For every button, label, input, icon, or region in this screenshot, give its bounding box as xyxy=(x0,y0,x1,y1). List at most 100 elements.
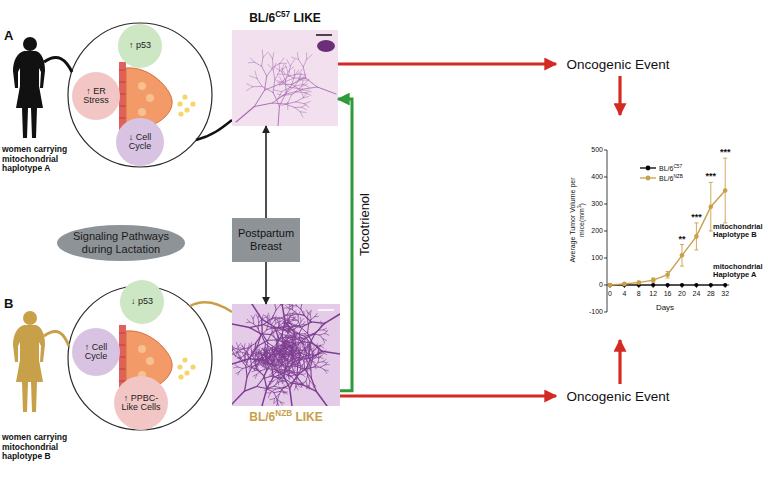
duct-branch xyxy=(323,339,327,341)
duct-branch xyxy=(273,63,276,70)
duct-branch xyxy=(232,324,250,328)
text-part: ) xyxy=(578,203,585,205)
lobule xyxy=(138,345,146,353)
silhouette-head xyxy=(23,311,37,325)
duct-branch xyxy=(290,388,292,406)
duct-branch xyxy=(282,322,285,335)
duct-branch xyxy=(296,384,298,388)
duct-branch xyxy=(253,315,255,318)
event-label: Oncogenic Event xyxy=(560,384,676,408)
duct-branch xyxy=(232,352,236,354)
duct-branch xyxy=(245,360,247,363)
duct-branch xyxy=(292,327,294,330)
duct-branch xyxy=(304,315,311,322)
duct-branch xyxy=(290,348,293,351)
duct-branch xyxy=(318,326,321,331)
duct-branch xyxy=(256,314,258,317)
duct-branch xyxy=(301,366,305,369)
duct-branch xyxy=(250,58,254,62)
duct-branch xyxy=(299,360,301,366)
link-curve xyxy=(190,302,232,312)
duct-branch xyxy=(254,366,257,369)
duct-branch xyxy=(258,318,259,323)
lymph-node xyxy=(317,40,335,52)
duct-branch xyxy=(299,334,302,339)
duct-branch xyxy=(295,360,299,365)
duct-branch xyxy=(299,333,304,334)
duct-branch xyxy=(290,87,302,89)
duct-branch xyxy=(284,357,288,358)
node-text: ↓ p53 xyxy=(131,297,153,306)
duct-branch xyxy=(294,330,300,334)
text-part: BL/6 xyxy=(659,175,673,182)
duct-branch xyxy=(274,346,278,351)
duct-branch xyxy=(302,338,305,341)
duct-branch xyxy=(275,404,277,406)
duct-branch xyxy=(257,387,267,389)
duct-branch xyxy=(281,380,283,384)
duct-branch xyxy=(270,353,275,358)
duct-branch xyxy=(294,326,299,330)
duct-branch xyxy=(315,365,319,367)
series-marker xyxy=(709,204,714,209)
duct-branch xyxy=(278,354,279,360)
duct-branch xyxy=(273,80,275,92)
duct-branch xyxy=(312,355,316,356)
duct-branch xyxy=(291,350,295,351)
duct-branch xyxy=(286,349,287,354)
duct-branch xyxy=(282,103,288,106)
duct-branch xyxy=(267,313,268,318)
series-marker xyxy=(651,278,656,283)
duct-branch xyxy=(273,375,277,378)
duct-branch xyxy=(285,330,292,336)
duct-branch xyxy=(323,328,326,330)
duct-branch xyxy=(292,89,302,94)
duct-branch xyxy=(291,314,297,316)
duct-branch xyxy=(277,337,279,346)
duct-branch xyxy=(295,80,300,86)
duct-branch xyxy=(313,348,317,352)
duct-branch xyxy=(268,358,269,364)
duct-branch xyxy=(306,375,308,381)
duct-branch xyxy=(311,360,315,362)
duct-branch xyxy=(245,348,248,354)
duct-branch xyxy=(313,330,319,334)
duct-branch xyxy=(287,361,293,363)
duct-branch xyxy=(288,94,292,102)
pathway-ellipse: Signaling Pathways during Lactation xyxy=(56,224,186,262)
series-marker xyxy=(694,283,698,287)
duct-branch xyxy=(291,325,296,327)
duct-branch xyxy=(259,358,263,362)
duct-branch xyxy=(250,76,257,79)
duct-branch xyxy=(268,352,273,354)
duct-branch xyxy=(254,353,256,361)
duct-branch xyxy=(281,68,285,74)
pathway-bubble: ↑ Cell Cycle xyxy=(72,328,120,376)
y-tick xyxy=(604,258,607,259)
duct-branch xyxy=(309,349,311,354)
duct-branch xyxy=(262,389,267,406)
duct-branch xyxy=(263,52,268,57)
error-bar xyxy=(694,223,698,250)
duct-branch xyxy=(292,306,293,310)
duct-branch xyxy=(285,388,289,389)
duct-branch xyxy=(284,343,290,345)
milk-drop xyxy=(177,101,182,106)
duct-branch xyxy=(247,319,249,322)
duct-branch xyxy=(321,324,325,326)
error-bar xyxy=(709,182,713,231)
duct-branch xyxy=(263,352,266,358)
micrograph xyxy=(232,30,338,126)
duct-branch xyxy=(255,71,257,78)
significance-mark: *** xyxy=(701,171,721,181)
duct-branch xyxy=(233,349,237,352)
duct-branch xyxy=(292,336,299,338)
duct-branch xyxy=(294,318,298,321)
duct-branch xyxy=(280,357,282,360)
pathway-bubble: ↑ ER Stress xyxy=(72,72,120,120)
series-marker xyxy=(680,253,685,258)
duct-branch xyxy=(263,315,267,318)
duct-branch xyxy=(280,304,281,305)
duct-branch xyxy=(252,352,253,356)
duct-branch xyxy=(269,363,270,367)
